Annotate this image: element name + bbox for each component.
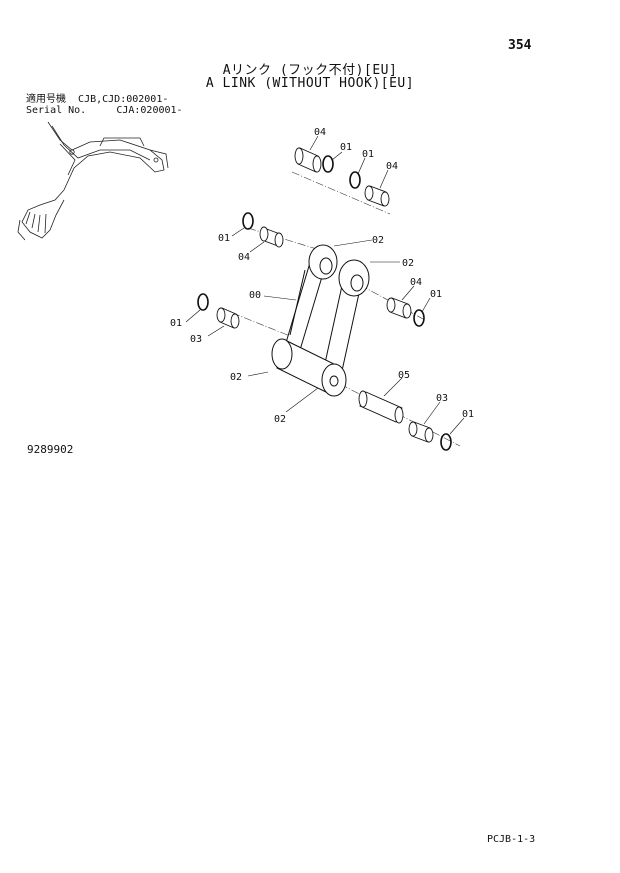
top-ring-1: [322, 155, 334, 173]
label-right-lower-ring: 01: [462, 409, 474, 420]
serial-row-2: Serial No. CJA:020001-: [26, 105, 183, 116]
a-link-body: [271, 244, 370, 397]
label-right-upper-bushing: 04: [410, 277, 422, 288]
serial-label-en: Serial No.: [26, 105, 87, 116]
leader-lines: [185, 135, 465, 435]
label-right-upper-ring: 01: [430, 289, 442, 300]
label-left-upper-bushing: 04: [238, 252, 250, 263]
serial-info: 適用号機 CJB,CJD:002001- Serial No. CJA:0200…: [26, 94, 183, 116]
excavator-thumbnail: [17, 121, 169, 241]
right-lower-bushing: [408, 421, 434, 443]
left-upper-bushing: [259, 226, 284, 248]
label-top-bushing-left: 04: [314, 127, 326, 138]
page-title-japanese: Aリンク (フック不付)[EU]: [222, 63, 398, 78]
serial-row-1: 適用号機 CJB,CJD:002001-: [26, 94, 183, 105]
top-bushing-right: [364, 185, 390, 207]
serial-label-jp: 適用号機: [26, 94, 66, 105]
label-left-upper-ring: 01: [218, 233, 230, 244]
pin: [358, 390, 404, 424]
top-bushing-left: [294, 147, 322, 173]
label-link-top-left: 02: [372, 235, 384, 246]
label-top-bushing-right: 04: [386, 161, 398, 172]
label-left-lower-ring: 01: [170, 318, 182, 329]
label-link-bottom-left: 02: [230, 372, 242, 383]
label-left-lower-bushing: 03: [190, 334, 202, 345]
left-lower-bushing: [216, 307, 240, 329]
label-link-bottom: 02: [274, 414, 286, 425]
label-top-ring-1: 01: [340, 142, 352, 153]
right-lower-ring: [440, 433, 452, 451]
footer-code: PCJB-1-3: [487, 834, 536, 845]
label-pin: 05: [398, 370, 410, 381]
page-title-english: A LINK (WITHOUT HOOK)[EU]: [205, 76, 415, 91]
left-upper-ring: [242, 212, 254, 230]
document-id: 9289902: [27, 443, 74, 456]
label-right-lower-bushing: 03: [436, 393, 448, 404]
serial-value-1: CJB,CJD:002001-: [78, 94, 169, 105]
label-top-ring-2: 01: [362, 149, 374, 160]
left-lower-ring: [197, 293, 209, 311]
right-upper-ring: [413, 309, 425, 327]
page-number: 354: [508, 38, 532, 53]
part-labels: 04 01 01 04 01 04 02 02 00 04 01 01 03 0…: [170, 127, 474, 425]
label-link-top-right: 02: [402, 258, 414, 269]
serial-value-2: CJA:020001-: [116, 105, 183, 116]
top-ring-2: [349, 171, 361, 189]
label-link-body: 00: [249, 290, 261, 301]
right-upper-bushing: [386, 297, 412, 319]
